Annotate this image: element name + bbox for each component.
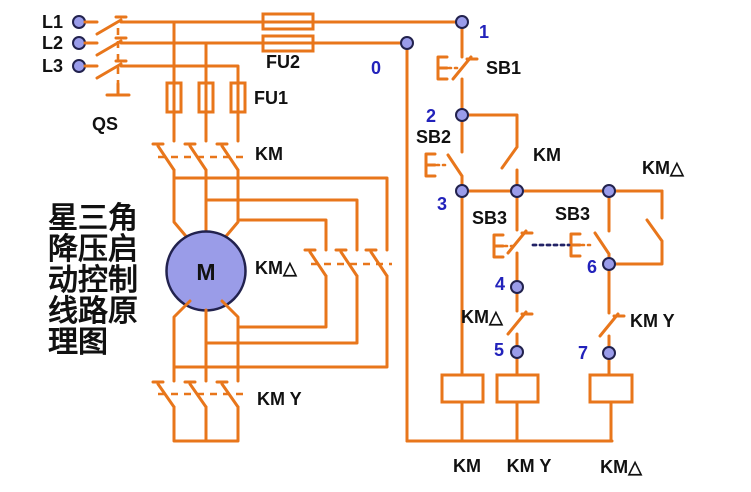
terminal-l3 <box>72 59 86 73</box>
node-label-5: 5 <box>494 340 504 360</box>
km-star-interlock-label: KM Y <box>630 311 675 331</box>
labels: L1 L2 L3 QS FU2 FU1 KM KM△ KM Y M SB1 SB… <box>42 12 685 477</box>
node-dot-5 <box>510 345 524 359</box>
title-line-1: 星三角 <box>48 201 138 236</box>
fu1-label: FU1 <box>254 88 288 108</box>
node-dot-4 <box>510 280 524 294</box>
km-star-contacts-label: KM Y <box>257 389 302 409</box>
km-holding-label: KM <box>533 145 561 165</box>
motor-bottom-wires <box>172 299 240 383</box>
title-line-3: 动控制 <box>48 263 138 298</box>
km-delta-contacts <box>172 248 392 369</box>
sb2-label: SB2 <box>416 127 451 147</box>
km-main-contacts <box>151 142 246 243</box>
sb3-nc-label: SB3 <box>472 208 507 228</box>
node-dot-0 <box>400 36 414 50</box>
km-star-interlock-contact <box>598 262 626 377</box>
km-star-coil <box>495 373 540 404</box>
node-label-6: 6 <box>587 257 597 277</box>
km-star-coil-label: KM Y <box>507 456 552 476</box>
fu2-control-fuses <box>261 12 315 53</box>
sb1-stop-button <box>436 20 479 117</box>
node-dot-junction-mid <box>510 184 524 198</box>
wire-l3-drop <box>119 64 240 143</box>
power-circuit <box>72 12 464 443</box>
wires-to-delta-contacts <box>172 176 389 252</box>
control-circuit <box>400 15 664 443</box>
node-dot-3 <box>455 184 469 198</box>
phase-label-l2: L2 <box>42 33 63 53</box>
title-line-4: 线路原 <box>48 294 138 329</box>
node-label-1: 1 <box>479 22 489 42</box>
fu1-main-fuses <box>165 81 247 114</box>
fu2-label: FU2 <box>266 52 300 72</box>
phase-label-l1: L1 <box>42 12 63 32</box>
node-label-4: 4 <box>495 274 505 294</box>
km-delta-interlock-label: KM△ <box>461 307 504 327</box>
sb3-transfer-button-nc <box>492 189 534 289</box>
node-label-0: 0 <box>371 58 381 78</box>
km-delta-coil <box>588 373 634 404</box>
km-star-contacts <box>151 380 246 443</box>
node-label-2: 2 <box>426 106 436 126</box>
star-point-short <box>172 405 240 443</box>
node-label-3: 3 <box>437 194 447 214</box>
title-line-2: 降压启 <box>48 232 138 267</box>
sb3-transfer-button-no <box>569 189 611 266</box>
node-dot-6 <box>602 257 616 271</box>
km-main-label: KM <box>255 144 283 164</box>
qs-handle <box>105 82 131 97</box>
node-dot-junction-right <box>602 184 616 198</box>
km-coil-label: KM <box>453 456 481 476</box>
sb3-nc-actuator <box>492 233 505 259</box>
sb1-label: SB1 <box>486 58 521 78</box>
qs-label: QS <box>92 114 118 134</box>
node-label-7: 7 <box>578 343 588 363</box>
km-holding-contact <box>460 113 519 193</box>
motor-label: M <box>196 259 215 285</box>
sb2-actuator <box>424 152 437 178</box>
title-block: 星三角 降压启 动控制 线路原 理图 <box>48 201 138 360</box>
sb1-actuator <box>436 55 449 81</box>
node-dot-1 <box>455 15 469 29</box>
terminal-l2 <box>72 36 86 50</box>
node-dots <box>400 15 616 360</box>
km-delta-holding-contact <box>607 189 664 266</box>
sb2-start-button <box>424 113 464 193</box>
contactor-coils <box>440 373 634 443</box>
terminal-l1 <box>72 15 86 29</box>
qs-disconnect-switch <box>83 15 131 97</box>
km-delta-interlock-contact <box>506 285 534 377</box>
sb3-no-label: SB3 <box>555 204 590 224</box>
km-delta-holding-label: KM△ <box>642 158 685 178</box>
km-coil <box>440 373 485 404</box>
km-delta-coil-label: KM△ <box>600 457 643 477</box>
node-dot-2 <box>455 108 469 122</box>
node-dot-7 <box>602 346 616 360</box>
sb3-no-actuator <box>569 232 582 258</box>
title-line-5: 理图 <box>48 325 108 360</box>
km-delta-contacts-label: KM△ <box>255 258 298 278</box>
phase-label-l3: L3 <box>42 56 63 76</box>
